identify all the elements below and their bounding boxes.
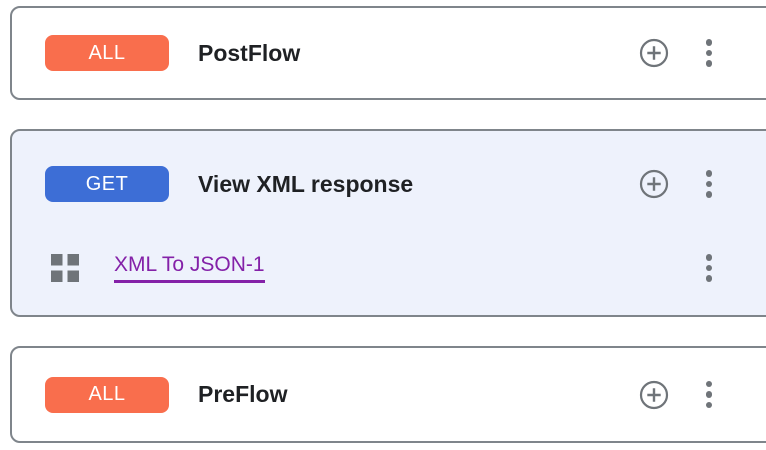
flow-header-row: ALL PreFlow bbox=[12, 348, 766, 441]
flow-card-preflow: ALL PreFlow bbox=[10, 346, 766, 443]
policy-link[interactable]: XML To JSON-1 bbox=[114, 253, 265, 284]
add-policy-button[interactable] bbox=[638, 35, 670, 71]
flow-title: PostFlow bbox=[198, 39, 301, 66]
kebab-menu-icon bbox=[705, 170, 713, 198]
add-policy-button[interactable] bbox=[638, 377, 670, 413]
method-badge: ALL bbox=[45, 376, 169, 413]
more-options-button[interactable] bbox=[693, 377, 725, 413]
flow-card-conditional: GET View XML response XML To JSON-1 bbox=[10, 129, 766, 317]
add-circle-icon bbox=[639, 169, 669, 199]
flow-card-postflow: ALL PostFlow bbox=[10, 6, 766, 100]
add-circle-icon bbox=[639, 380, 669, 409]
kebab-menu-icon bbox=[705, 254, 713, 282]
policy-grid-icon bbox=[51, 254, 79, 282]
policy-more-options-button[interactable] bbox=[693, 250, 725, 286]
flow-header-row: ALL PostFlow bbox=[12, 8, 766, 98]
policy-row: XML To JSON-1 bbox=[12, 237, 766, 299]
method-badge: ALL bbox=[45, 35, 169, 71]
more-options-button[interactable] bbox=[693, 166, 725, 202]
flow-header-row: GET View XML response bbox=[12, 131, 766, 237]
flow-title: PreFlow bbox=[198, 381, 288, 407]
kebab-menu-icon bbox=[705, 39, 713, 67]
flow-title: View XML response bbox=[198, 170, 414, 197]
add-policy-button[interactable] bbox=[638, 166, 670, 202]
more-options-button[interactable] bbox=[693, 35, 725, 71]
method-badge: GET bbox=[45, 166, 169, 202]
add-circle-icon bbox=[639, 38, 669, 68]
kebab-menu-icon bbox=[705, 380, 713, 409]
